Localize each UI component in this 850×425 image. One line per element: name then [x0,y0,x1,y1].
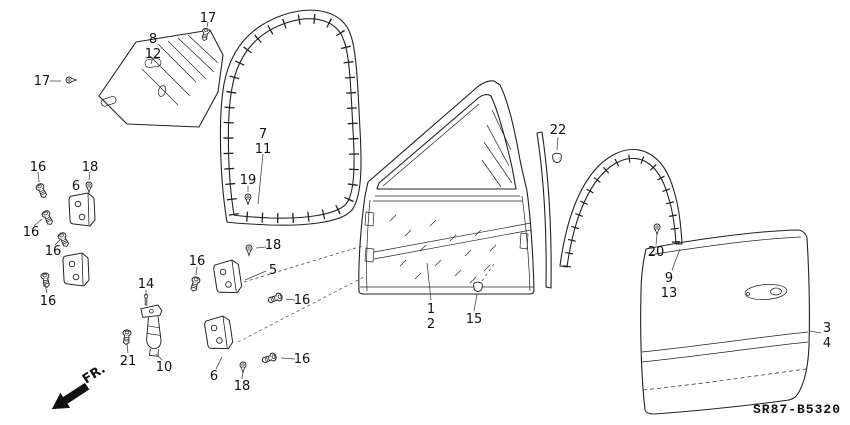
bolt-icon [188,275,202,293]
screw-clip-icon [245,244,253,256]
quarter-sash-molding [559,149,683,268]
hole-seal-sheet [98,29,224,128]
callout-17: 17 [34,74,51,89]
callout-18: 18 [82,160,99,175]
callout-16: 16 [30,160,47,175]
callout-16: 16 [294,293,311,308]
door-hinge-lower [203,314,234,352]
bolt-icon [266,291,284,306]
body-hinge-upper [68,192,96,227]
callout-16: 16 [189,254,206,269]
callout-16: 16 [23,225,40,240]
leader-lines [33,21,822,380]
callout-16: 16 [45,244,62,259]
callout-11: 11 [255,142,272,157]
callout-20: 20 [648,245,665,260]
callout-15: 15 [466,312,483,327]
bolt-icon [121,329,132,346]
fr-direction-arrow: FR. [51,362,108,410]
callout-12: 12 [145,47,162,62]
bolt-icon [200,27,211,42]
callout-labels: 17 8 12 17 16 18 6 16 16 16 21 14 10 7 1… [23,11,831,394]
rear-run-channel [536,131,552,289]
seal-clip-icon [244,193,252,205]
door-hinge-upper [212,258,243,296]
callout-6: 6 [72,179,80,194]
callout-7: 7 [259,127,267,142]
callout-21: 21 [120,354,137,369]
bolt-icon [40,209,55,227]
diagram-code: SR87-B5320 [753,402,841,417]
callout-5: 5 [269,263,277,278]
callout-2: 2 [427,317,435,332]
door-inner-panel [358,80,535,295]
door-outer-skin [640,229,810,415]
grommet-icon [552,152,562,163]
molding-clip-icon [653,223,661,235]
callout-13: 13 [661,286,678,301]
grommet-icon [473,281,483,292]
callout-16: 16 [294,352,311,367]
body-hinge-lower [62,252,90,287]
callout-18: 18 [265,238,282,253]
screw-clip-icon [239,361,247,373]
callout-14: 14 [138,277,155,292]
door-check-assembly [140,304,163,357]
callout-3: 3 [823,321,831,336]
callout-16: 16 [40,294,57,309]
callout-22: 22 [550,123,567,138]
bolt-icon [34,182,49,200]
callout-19: 19 [240,173,257,188]
bolt-icon [260,351,278,366]
callout-18: 18 [234,379,251,394]
callout-1: 1 [427,302,435,317]
door-opening-weatherstrip [219,9,362,226]
screw-clip-icon [65,76,77,84]
callout-9: 9 [665,271,673,286]
callout-8: 8 [149,32,157,47]
callout-10: 10 [156,360,173,375]
callout-17: 17 [200,11,217,26]
callout-6: 6 [210,369,218,384]
screw-clip-icon [85,181,93,193]
callout-4: 4 [823,336,831,351]
